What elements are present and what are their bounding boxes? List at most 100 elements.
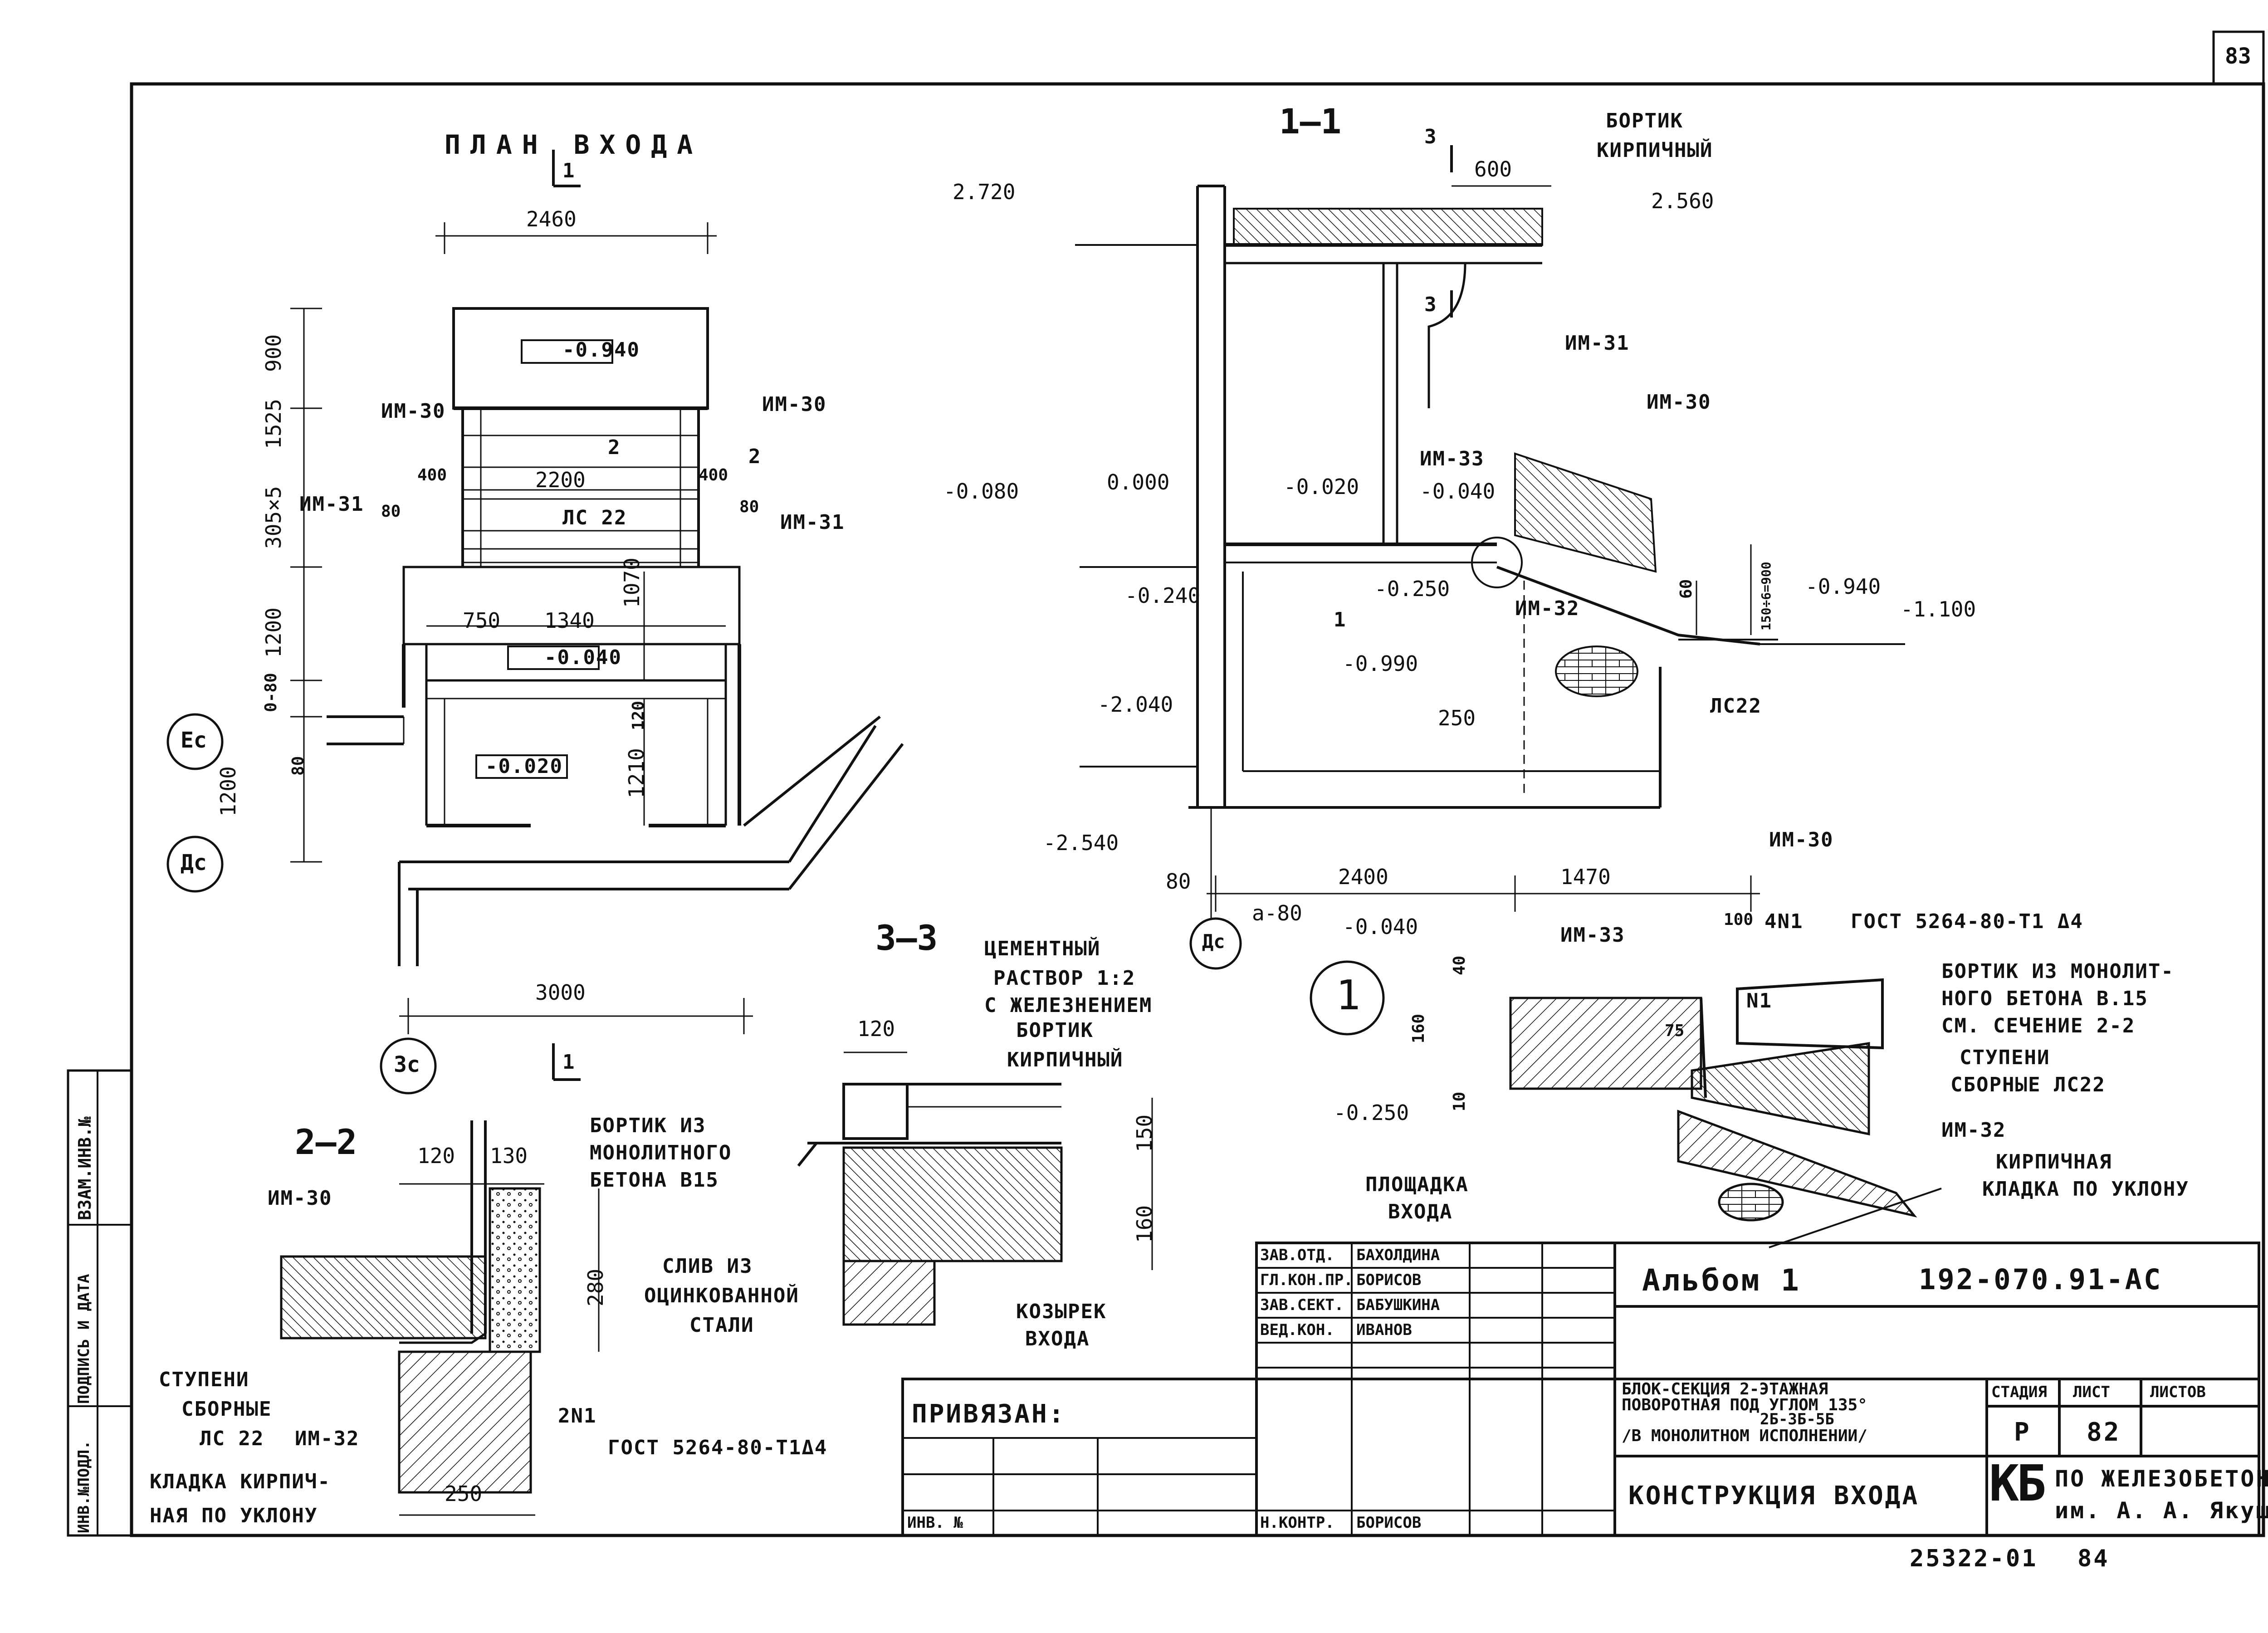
plan-level-tag-3 <box>475 754 568 779</box>
sheets-header: ЛИСТОВ <box>2150 1383 2206 1401</box>
node1-level-0250: -0.250 <box>1334 1100 1409 1125</box>
plan-dim-1525: 1525 <box>261 399 286 449</box>
node1-bortik-1: БОРТИК ИЗ МОНОЛИТ- <box>1941 960 2174 983</box>
plan-dim-305: 305×5 <box>261 486 286 549</box>
s11-dim-80: 80 <box>1166 869 1191 894</box>
node1-bortik-2: НОГО БЕТОНА В.15 <box>1941 987 2148 1010</box>
s22-brick-1: КЛАДКА КИРПИЧ- <box>150 1470 331 1493</box>
node1-circle <box>1310 960 1385 1036</box>
s22-steps-3: ЛС 22 <box>200 1427 264 1450</box>
archive-page: 84 <box>2077 1545 2110 1572</box>
axis-bubble-zc <box>380 1037 437 1095</box>
s11-level-2720: 2.720 <box>953 180 1016 204</box>
s33-drain-2: ОЦИНКОВАННОЙ <box>644 1284 799 1307</box>
section-22-drawing <box>280 1120 541 1494</box>
plan-dim-900: 900 <box>261 334 286 372</box>
s11-level-2540: -2.540 <box>1043 831 1119 855</box>
s33-mortar-2: РАСТВОР 1:2 <box>993 967 1136 990</box>
node1-dim-160: 160 <box>1409 1013 1428 1043</box>
project-line-1: БЛОК-СЕКЦИЯ 2-ЭТАЖНАЯ <box>1622 1380 1828 1398</box>
s11-cut3b: 3 <box>1424 293 1437 316</box>
plan-level-2: -0.040 <box>544 646 622 669</box>
axis-bubble-ec <box>166 713 224 770</box>
plan-dim-1210: 1210 <box>624 748 649 798</box>
s11-axis-dc: Дс <box>1202 930 1225 953</box>
s11-level-1100: -1.100 <box>1901 597 1976 621</box>
s11-dim-2400: 2400 <box>1338 865 1388 889</box>
plan-title: ПЛАН ВХОДА <box>445 129 703 160</box>
plan-dim-1070: 1070 <box>620 557 644 608</box>
plan-dim-1200a: 1200 <box>261 607 286 658</box>
plan-lc22: ЛС 22 <box>562 506 627 529</box>
s33-dim-120: 120 <box>857 1017 895 1041</box>
sig-name-3: БАБУШКИНА <box>1356 1296 1440 1314</box>
s22-im32: ИМ-32 <box>295 1427 360 1450</box>
axis-bubble-dc <box>166 836 224 893</box>
sig-role-3: ЗАВ.СЕКТ. <box>1260 1296 1344 1314</box>
s22-dim-280: 280 <box>583 1268 608 1306</box>
axis-dc-label: Дс <box>181 850 207 875</box>
s22-bortik-1: БОРТИК ИЗ <box>590 1114 706 1137</box>
node1-bortik-3: СМ. СЕЧЕНИЕ 2-2 <box>1941 1014 2136 1037</box>
s11-level-0040: -0.040 <box>1420 479 1496 504</box>
sig-role-2: ГЛ.КОН.ПР. <box>1260 1271 1353 1289</box>
node1-steps-2: СБОРНЫЕ ЛС22 <box>1950 1073 2106 1096</box>
side-stamp-1: ВЗАМ.ИНВ.№ <box>75 1116 95 1220</box>
plan-level-3: -0.020 <box>485 755 563 778</box>
axis-ec-label: Ес <box>181 728 207 753</box>
s33-mortar-3: С ЖЕЛЕЗНЕНИЕМ <box>984 994 1153 1017</box>
s33-canopy-2: ВХОДА <box>1025 1327 1090 1350</box>
sig-role-4: ВЕД.КОН. <box>1260 1321 1334 1339</box>
plan-dim-080: 0-80 <box>262 673 280 712</box>
plan-im30-right: ИМ-30 <box>762 393 827 416</box>
s11-dim-step: 150÷6=900 <box>1759 562 1774 631</box>
plan-dim-80: 80 <box>289 756 308 776</box>
node1-drawing <box>1509 978 1942 1248</box>
album-label: Альбом 1 <box>1642 1263 1801 1298</box>
s11-im30: ИМ-30 <box>1647 391 1711 414</box>
s22-dim-120: 120 <box>417 1144 455 1168</box>
plan-dim-80l: 80 <box>381 502 401 521</box>
plan-im31-left: ИМ-31 <box>299 493 364 516</box>
sheet-no-value: 82 <box>2087 1418 2121 1447</box>
project-line-4: /В МОНОЛИТНОМ ИСПОЛНЕНИИ/ <box>1622 1427 1867 1445</box>
section-22-dimensions <box>399 1183 600 1516</box>
s11-bortik-2: КИРПИЧНЫЙ <box>1597 139 1713 162</box>
s33-dim-150: 150 <box>1132 1114 1157 1152</box>
s33-drain-3: СТАЛИ <box>689 1314 754 1337</box>
s11-level-2560: 2.560 <box>1651 189 1714 213</box>
title-block <box>901 1242 2260 1537</box>
node1-gost: ГОСТ 5264-80-Т1 Δ4 <box>1851 910 2083 933</box>
doc-code: 192-070.91-АС <box>1919 1263 2163 1296</box>
project-line-3: 2Б-3Б-5Б <box>1760 1410 1834 1428</box>
s11-level-2040: -2.040 <box>1098 692 1173 717</box>
s11-im33: ИМ-33 <box>1420 447 1485 470</box>
node1-platform-1: ПЛОЩАДКА <box>1365 1173 1469 1196</box>
s11-level-0000: 0.000 <box>1107 470 1170 494</box>
s11-dim-a80: а-80 <box>1252 901 1302 925</box>
node1-n1: N1 <box>1746 989 1772 1012</box>
s33-drain-1: СЛИВ ИЗ <box>662 1255 753 1278</box>
axis-bubble-dc-11 <box>1189 917 1242 970</box>
node1-im33: ИМ-33 <box>1560 924 1625 947</box>
s11-level-0250: -0.250 <box>1374 577 1450 601</box>
section-33-dimensions <box>844 1051 1153 1270</box>
plan-cut2a: 2 <box>608 436 621 459</box>
plan-im31-right: ИМ-31 <box>780 511 845 534</box>
node1-steps-1: СТУПЕНИ <box>1960 1046 2050 1069</box>
org-logo: КБ <box>1989 1454 2046 1512</box>
section-11-drawing <box>1075 185 1905 809</box>
node1-brick-1: КИРПИЧНАЯ <box>1996 1150 2112 1173</box>
section-11-dimensions <box>1207 145 1760 930</box>
s11-im31: ИМ-31 <box>1565 332 1630 355</box>
section-33-title: 3—3 <box>875 918 938 958</box>
section-22-title: 2—2 <box>295 1122 357 1162</box>
plan-dim-400l: 400 <box>417 466 447 484</box>
plan-level-tag-1 <box>521 339 613 364</box>
node1-im30: ИМ-30 <box>1769 828 1834 851</box>
s11-cut3a: 3 <box>1424 125 1437 148</box>
privyazan-label: ПРИВЯЗАН: <box>912 1399 1066 1429</box>
s22-bortik-3: БЕТОНА В15 <box>590 1169 719 1192</box>
section-11-title: 1—1 <box>1279 101 1342 142</box>
plan-dim-top: 2460 <box>526 207 577 231</box>
